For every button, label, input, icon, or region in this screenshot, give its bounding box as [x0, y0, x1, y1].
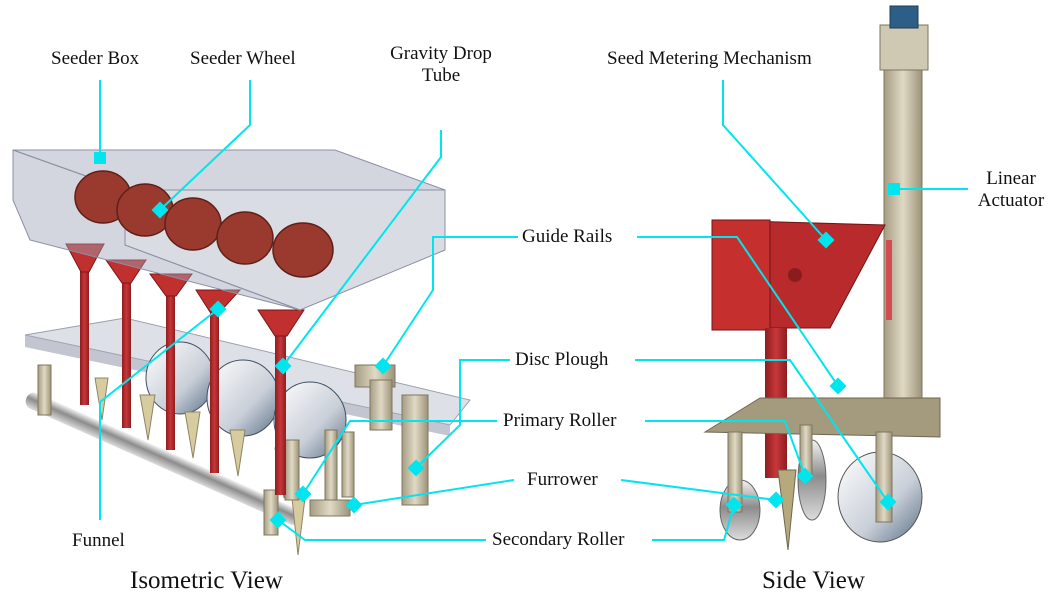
- hopper-box: [711, 219, 771, 331]
- label-funnel: Funnel: [72, 530, 125, 551]
- actuator-red-strip: [886, 240, 892, 320]
- label-secondary-roller: Secondary Roller: [492, 529, 625, 550]
- label-disc-plough: Disc Plough: [515, 349, 609, 370]
- label-seed-metering-mechanism: Seed Metering Mechanism: [607, 48, 812, 69]
- isometric-assembly: [12, 149, 471, 556]
- label-gravity-drop-tube-line1: Gravity Drop: [390, 43, 492, 64]
- label-seeder-wheel: Seeder Wheel: [190, 48, 296, 69]
- side-furrower: [777, 469, 797, 551]
- drop-tubes: [80, 270, 286, 495]
- side-assembly: [703, 5, 941, 551]
- hopper-knob: [788, 268, 802, 282]
- actuator-cap: [889, 5, 919, 29]
- label-primary-roller: Primary Roller: [503, 410, 617, 431]
- label-gravity-drop-tube: Gravity Drop Tube: [380, 43, 502, 87]
- seeder-wheels: [74, 170, 334, 278]
- label-linear-actuator-line2: Actuator: [977, 190, 1045, 211]
- secondary-roller-rod: [25, 392, 302, 525]
- label-furrower: Furrower: [527, 469, 598, 490]
- label-guide-rails: Guide Rails: [522, 226, 613, 247]
- leader-endpoints: [94, 152, 900, 529]
- label-linear-actuator-line1: Linear: [986, 168, 1036, 189]
- label-gravity-drop-tube-line2: Tube: [421, 65, 461, 86]
- label-linear-actuator: Linear Actuator: [970, 168, 1052, 212]
- caption-side-view: Side View: [762, 567, 865, 594]
- leader-lines: [99, 80, 968, 541]
- base-plate: [703, 397, 941, 438]
- label-seeder-box: Seeder Box: [51, 48, 140, 69]
- actuator-column: [883, 59, 923, 406]
- caption-isometric-view: Isometric View: [130, 567, 283, 594]
- actuator-head: [879, 24, 929, 71]
